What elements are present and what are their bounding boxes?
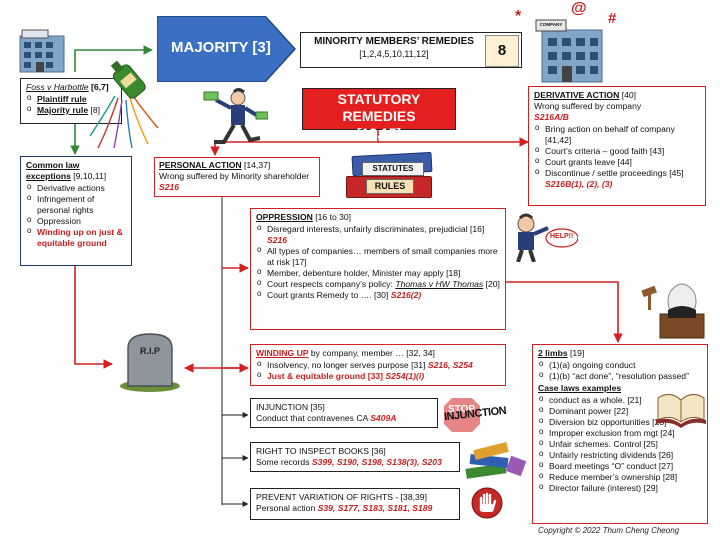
limb-item: (1)(a) ongoing conduct (538, 359, 702, 371)
stop-hand-icon (470, 486, 504, 520)
minority-title: MINORITY MEMBERS’ REMEDIES (314, 36, 474, 47)
statutory-title: STATUTORY REMEDIES (337, 91, 421, 124)
common-law-item: Oppression (26, 215, 126, 227)
derivative-desc: Wrong suffered by company (534, 101, 642, 111)
oppression-item: Court grants Remedy to …. [30] S216(2) (256, 289, 500, 301)
open-book-icon (656, 388, 706, 428)
oppression-item: Disregard interests, unfairly discrimina… (256, 223, 500, 246)
book-stack-icon (462, 440, 528, 480)
tombstone-icon: R.I.P (116, 330, 184, 392)
case-law-item: Unfairly restricting dividends [26] (538, 449, 688, 461)
common-law-exceptions-box: Common law exceptions [9,10,11] Derivati… (20, 156, 132, 266)
case-law-item: Reduce member’s ownership [28] (538, 471, 688, 483)
statutory-refs: [13,15] (356, 125, 402, 141)
stop-label: STOP (448, 404, 476, 415)
oppression-item: Member, debenture holder, Minister may a… (256, 267, 500, 279)
copyright-text: Copyright © 2022 Thum Cheng Cheong (538, 526, 680, 535)
injunction-stop-icon: STOP INJUNCTION (442, 396, 512, 434)
derivative-action-box: DERIVATIVE ACTION [40] Wrong suffered by… (528, 86, 706, 206)
personal-action-box: PERSONAL ACTION [14,37] Wrong suffered b… (154, 157, 320, 197)
derivative-item: Bring action on behalf of company [41,42… (534, 123, 700, 146)
case-law-item: conduct as a whole. [21] (538, 394, 688, 406)
variation-title: PREVENT VARIATION OF RIGHTS - [38,39] (256, 492, 427, 502)
winding-up-box: WINDING UP by company, member … [32, 34]… (250, 344, 506, 386)
case-laws-title: Case laws examples (538, 383, 622, 393)
judge-gavel-icon (640, 280, 706, 340)
help-label: HELP!! (550, 233, 574, 240)
minority-refs: [1,2,4,5,10,11,12] (359, 48, 429, 59)
common-law-item: Derivative actions (26, 182, 126, 194)
statutory-remedies-box: STATUTORY REMEDIES [13,15] (302, 88, 456, 141)
oppression-item: Court respects company’s policy: Thomas … (256, 278, 500, 290)
case-law-item: Improper exclusion from mgt [24] (538, 427, 688, 439)
minority-badge: 8 (485, 35, 519, 67)
star-symbol: * (515, 8, 522, 25)
champagne-bottle-icon (88, 58, 166, 150)
foss-item: Majority rule [8] (26, 104, 116, 116)
foss-case-name: Foss v Harbottle (26, 82, 89, 92)
minority-remedies-box: MINORITY MEMBERS’ REMEDIES [1,2,4,5,10,1… (300, 32, 522, 68)
inspect-books-box: RIGHT TO INSPECT BOOKS [36] Some records… (250, 442, 460, 472)
statutes-books-icon: STATUTES RULES (344, 150, 436, 198)
case-law-item: Board meetings “O” conduct [27] (538, 460, 688, 472)
two-limbs-box: 2 limbs [19] (1)(a) ongoing conduct (1)(… (532, 344, 708, 524)
case-law-item: Director failure (interest) [29] (538, 482, 688, 494)
common-law-item: Winding up on just & equitable ground (26, 226, 126, 249)
foss-case-ref: [6,7] (90, 82, 109, 92)
derivative-section: S216A/B (534, 112, 569, 122)
inspect-title: RIGHT TO INSPECT BOOKS [36] (256, 446, 386, 456)
running-man-money-icon (198, 88, 269, 150)
injunction-box: INJUNCTION [35] Conduct that contravenes… (250, 398, 438, 428)
shouting-man-icon: HELP!! (508, 212, 579, 263)
winding-up-item: Just & equitable ground [33] S254(1)(i) (256, 370, 500, 382)
statutes-book-bottom: RULES (366, 179, 414, 194)
limb-item: (1)(b) “act done”, “resolution passed” (538, 370, 702, 382)
oppression-box: OPPRESSION [16 to 30] Disregard interest… (250, 208, 506, 330)
majority-arrow: MAJORITY [3] (157, 16, 297, 82)
hash-symbol: # (608, 10, 617, 27)
derivative-item: Discontinue / settle proceedings [45] S2… (534, 167, 700, 190)
case-law-item: Dominant power [22] (538, 405, 688, 417)
case-law-item: Unfair schemes. Control [25] (538, 438, 688, 450)
tombstone-text: R.I.P (139, 346, 160, 356)
common-law-item: Infringement of personal rights (26, 193, 126, 216)
foss-v-harbottle-box: Foss v Harbottle [6,7] Plaintiff rule Ma… (20, 78, 122, 124)
company-building-icon: COMPANY (528, 14, 618, 84)
derivative-item: Court grants leave [44] (534, 156, 700, 168)
derivative-item: Court’s criteria – good faith [43] (534, 145, 700, 157)
at-symbol: @ (571, 0, 587, 17)
oppression-item: All types of companies… members of small… (256, 245, 500, 268)
winding-up-item: Insolvency, no longer serves purpose [31… (256, 359, 500, 371)
injunction-title: INJUNCTION [35] (256, 402, 325, 412)
majority-label: MAJORITY [3] (171, 39, 271, 56)
company-sign: COMPANY (539, 22, 563, 27)
case-law-item: Diversion biz opportunities [23] (538, 416, 688, 428)
statutes-book-top: STATUTES (362, 162, 424, 176)
foss-item: Plaintiff rule (26, 93, 116, 105)
prevent-variation-box: PREVENT VARIATION OF RIGHTS - [38,39] Pe… (250, 488, 460, 520)
office-building-icon (14, 26, 74, 74)
